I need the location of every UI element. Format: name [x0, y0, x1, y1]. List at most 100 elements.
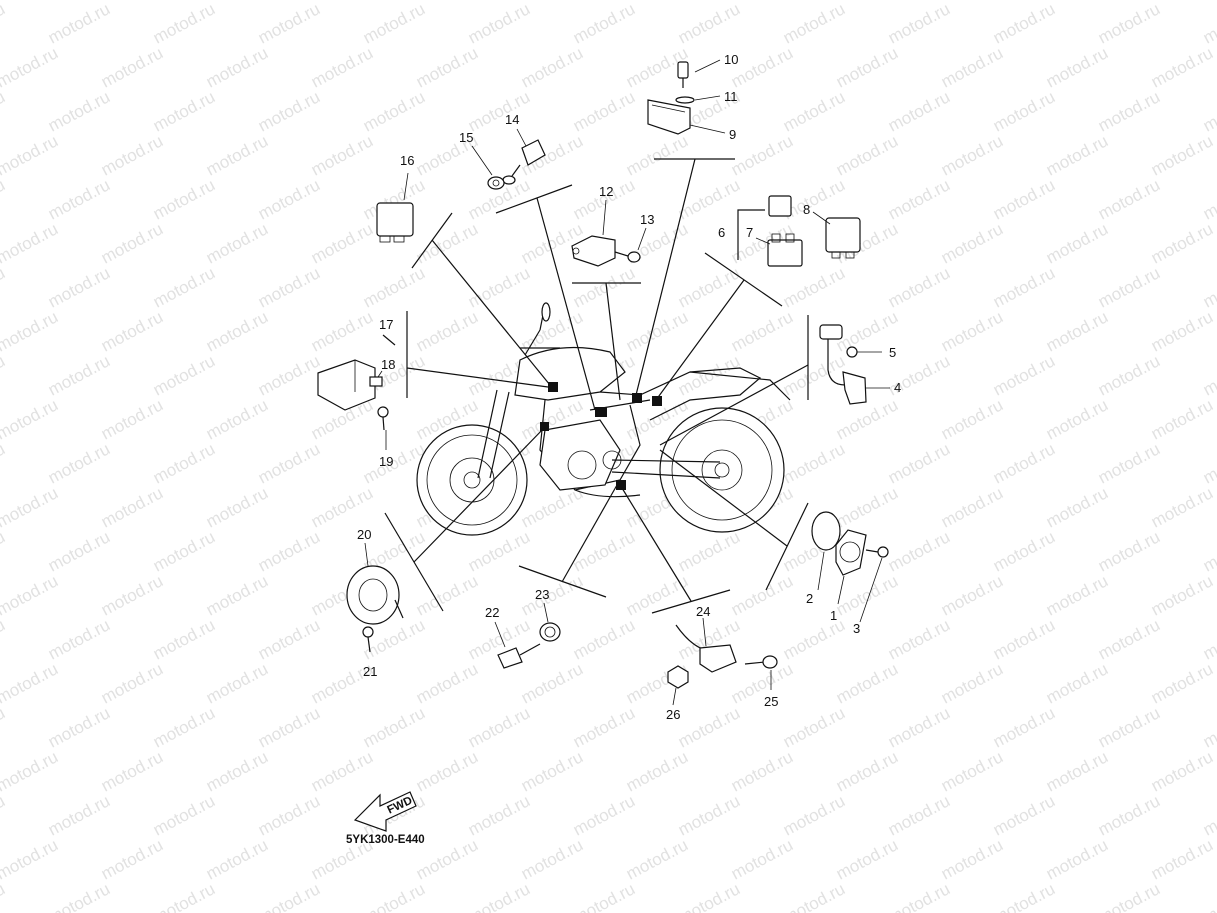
watermark-text: motod.ru: [98, 43, 166, 91]
watermark-text: motod.ru: [1148, 131, 1216, 179]
part-group-14-15: [471, 128, 546, 190]
watermark-text: motod.ru: [98, 659, 166, 707]
watermark-text: motod.ru: [990, 0, 1058, 48]
watermark-text: motod.ru: [675, 879, 743, 913]
watermark-text: motod.ru: [0, 87, 8, 135]
watermark-text: motod.ru: [203, 219, 271, 267]
watermark-text: motod.ru: [255, 703, 323, 751]
watermark-text: motod.ru: [203, 0, 271, 4]
watermark-text: motod.ru: [150, 0, 218, 48]
watermark-text: motod.ru: [255, 439, 323, 487]
callout-5: 5: [889, 345, 896, 360]
watermark-text: motod.ru: [98, 131, 166, 179]
watermark-text: motod.ru: [45, 175, 113, 223]
watermark-text: motod.ru: [1043, 0, 1111, 4]
watermark-text: motod.ru: [938, 483, 1006, 531]
part-group-4-5: [819, 324, 890, 405]
watermark-text: motod.ru: [570, 175, 638, 223]
watermark-text: motod.ru: [0, 527, 8, 575]
watermark-text: motod.ru: [0, 219, 61, 267]
watermark-text: motod.ru: [675, 703, 743, 751]
watermark-text: motod.ru: [0, 747, 61, 795]
watermark-text: motod.ru: [203, 483, 271, 531]
watermark-text: motod.ru: [1095, 879, 1163, 913]
callout-10: 10: [724, 52, 738, 67]
watermark-text: motod.ru: [0, 395, 61, 443]
watermark-text: motod.ru: [885, 87, 953, 135]
watermark-text: motod.ru: [465, 703, 533, 751]
watermark-text: motod.ru: [0, 615, 8, 663]
watermark-text: motod.ru: [255, 0, 323, 48]
watermark-text: motod.ru: [413, 43, 481, 91]
watermark-text: motod.ru: [0, 483, 61, 531]
watermark-text: motod.ru: [0, 791, 8, 839]
watermark-text: motod.ru: [360, 0, 428, 48]
part-group-9-10-11: [647, 59, 726, 135]
watermark-text: motod.ru: [203, 835, 271, 883]
callout-19: 19: [379, 454, 393, 469]
watermark-text: motod.ru: [570, 791, 638, 839]
watermark-text: motod.ru: [990, 791, 1058, 839]
watermark-text: motod.ru: [1095, 791, 1163, 839]
watermark-text: motod.ru: [0, 307, 61, 355]
watermark-text: motod.ru: [0, 835, 61, 883]
watermark-text: motod.ru: [308, 483, 376, 531]
part-group-1-2-3: [811, 511, 889, 623]
watermark-text: motod.ru: [255, 615, 323, 663]
watermark-text: motod.ru: [623, 307, 691, 355]
watermark-text: motod.ru: [150, 439, 218, 487]
watermark-text: motod.ru: [465, 263, 533, 311]
watermark-text: motod.ru: [360, 703, 428, 751]
watermark-text: motod.ru: [780, 615, 848, 663]
watermark-text: motod.ru: [1095, 615, 1163, 663]
watermark-text: motod.ru: [0, 571, 61, 619]
watermark-text: motod.ru: [518, 43, 586, 91]
watermark-text: motod.ru: [623, 835, 691, 883]
watermark-text: motod.ru: [45, 263, 113, 311]
watermark-text: motod.ru: [45, 879, 113, 913]
watermark-text: motod.ru: [1095, 439, 1163, 487]
part-group-12-13: [571, 199, 647, 267]
watermark-text: motod.ru: [255, 263, 323, 311]
watermark-text: motod.ru: [413, 219, 481, 267]
watermark-text: motod.ru: [780, 791, 848, 839]
watermark-text: motod.ru: [150, 351, 218, 399]
watermark-text: motod.ru: [780, 879, 848, 913]
watermark-text: motod.ru: [1043, 835, 1111, 883]
watermark-text: motod.ru: [45, 791, 113, 839]
watermark-text: motod.ru: [885, 527, 953, 575]
watermark-text: motod.ru: [98, 307, 166, 355]
watermark-text: motod.ru: [1043, 571, 1111, 619]
watermark-text: motod.ru: [833, 0, 901, 4]
callout-6: 6: [718, 225, 725, 240]
watermark-text: motod.ru: [1200, 439, 1217, 487]
watermark-text: motod.ru: [570, 615, 638, 663]
part-group-22-23: [494, 602, 561, 669]
callout-7: 7: [746, 225, 753, 240]
watermark-text: motod.ru: [255, 87, 323, 135]
callout-8: 8: [803, 202, 810, 217]
watermark-text: motod.ru: [518, 0, 586, 4]
watermark-text: motod.ru: [150, 527, 218, 575]
watermark-text: motod.ru: [675, 351, 743, 399]
callout-21: 21: [363, 664, 377, 679]
callout-4: 4: [894, 380, 901, 395]
callout-9: 9: [729, 127, 736, 142]
watermark-text: motod.ru: [938, 835, 1006, 883]
watermark-text: motod.ru: [885, 0, 953, 48]
watermark-text: motod.ru: [203, 307, 271, 355]
callout-13: 13: [640, 212, 654, 227]
watermark-text: motod.ru: [1200, 87, 1217, 135]
watermark-text: motod.ru: [255, 527, 323, 575]
callout-17: 17: [379, 317, 393, 332]
watermark-text: motod.ru: [308, 131, 376, 179]
watermark-text: motod.ru: [1043, 307, 1111, 355]
watermark-text: motod.ru: [413, 0, 481, 4]
watermark-text: motod.ru: [0, 0, 61, 4]
watermark-text: motod.ru: [203, 131, 271, 179]
watermark-text: motod.ru: [885, 791, 953, 839]
watermark-text: motod.ru: [1095, 527, 1163, 575]
watermark-text: motod.ru: [1148, 483, 1216, 531]
watermark-text: motod.ru: [780, 351, 848, 399]
callout-15: 15: [459, 130, 473, 145]
